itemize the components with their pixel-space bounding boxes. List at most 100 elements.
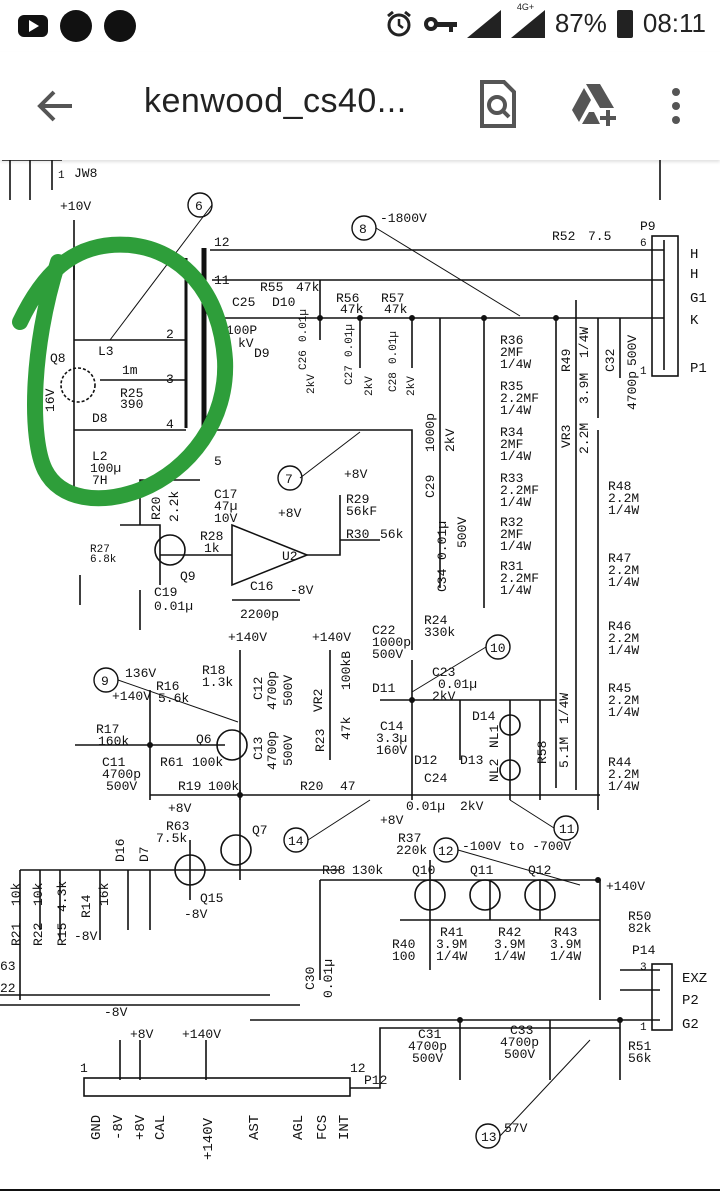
label-u2: U2 <box>282 549 298 564</box>
label-m8-low: -8V <box>74 929 98 944</box>
label-vr3: VR3 <box>559 425 574 448</box>
label-c31-voltage: 500V <box>412 1051 443 1066</box>
label-connector-pin12: 12 <box>350 1061 366 1076</box>
more-vert-icon[interactable] <box>668 86 684 126</box>
label-16v: 16V <box>43 388 58 412</box>
label-r19-value: 100k <box>208 779 239 794</box>
label-r28-value: 1k <box>204 541 220 556</box>
label-c27-value: 0.01µ <box>344 324 356 357</box>
label-q7: Q7 <box>252 823 268 838</box>
arrow-back-icon[interactable] <box>34 84 78 128</box>
label-c30: C30 <box>303 967 318 990</box>
label-r41-value: 3.9M <box>436 937 467 952</box>
label-r46-value: 2.2M <box>608 631 639 646</box>
label-r49-watt: 1/4W <box>577 327 592 358</box>
label-r20-value: 2.2k <box>167 491 182 522</box>
label-r20: R20 <box>149 497 164 520</box>
label-r38: R38 <box>322 863 345 878</box>
xfmr-pin-11: 11 <box>214 273 230 288</box>
label-q11: Q11 <box>470 863 494 878</box>
label-q15: Q15 <box>200 891 223 906</box>
label-r22-value: 10k <box>31 882 46 906</box>
label-r33-value: 2.2MF <box>500 483 539 498</box>
youtube-icon <box>18 15 48 37</box>
label-m8v-mid: -8V <box>184 907 208 922</box>
xfmr-pin-2: 2 <box>166 327 174 342</box>
label-r42-value: 3.9M <box>494 937 525 952</box>
label-r35: R35 <box>500 379 523 394</box>
label-r49-value: 3.9M <box>577 373 592 404</box>
label-r63-value: 7.5k <box>156 831 187 846</box>
label-d14: D14 <box>472 709 496 724</box>
label-r34-value: 2MF <box>500 437 523 452</box>
label-connector-pin1: 1 <box>80 1061 88 1076</box>
clock: 08:11 <box>642 8 706 38</box>
label-r51-value: 56k <box>628 1051 652 1066</box>
label-c29: C29 <box>423 475 438 498</box>
label-c22-value: 1000p <box>372 635 411 650</box>
label-r44: R44 <box>608 755 632 770</box>
label-r49: R49 <box>559 349 574 372</box>
pin-exz: EXZ <box>682 971 707 987</box>
label-q8: Q8 <box>50 351 66 366</box>
callout-13: 13 <box>481 1130 497 1145</box>
label-r31-watt: 1/4W <box>500 583 531 598</box>
label-r32: R32 <box>500 515 523 530</box>
label-r15-value: 4.3k <box>55 881 70 912</box>
xfmr-pin-5: 5 <box>214 454 222 469</box>
label-l3-value: 1m <box>122 363 138 378</box>
label-d7: D7 <box>137 846 152 862</box>
label-c12: C12 <box>251 677 266 700</box>
label-r56: R56 <box>336 291 359 306</box>
label-p9-pin6: 6 <box>640 238 647 250</box>
callout-14: 14 <box>288 834 304 849</box>
label-63: 63 <box>0 959 16 974</box>
label-l3: L3 <box>98 344 114 359</box>
document-viewer[interactable]: 1 JW8 +10V 6 7 8 9 10 11 12 13 14 -1800V… <box>0 159 720 1193</box>
label-c17: C17 <box>214 487 237 502</box>
label-q9: Q9 <box>180 569 196 584</box>
label-c12-value: 4700p <box>265 671 280 710</box>
label-d13: D13 <box>460 753 483 768</box>
label-r37-value: 220k <box>396 843 427 858</box>
label-r16-value: 5.6k <box>158 691 189 706</box>
label-p8v-top: +8V <box>344 467 368 482</box>
green-highlight-annotation <box>12 236 234 507</box>
label-r43: R43 <box>554 925 577 940</box>
label-q6: Q6 <box>196 732 212 747</box>
label-jw-pin: 1 <box>58 170 65 182</box>
label-r56-value: 47k <box>340 302 364 317</box>
voltage-range: -100V to -700V <box>462 839 571 854</box>
label-r25-value: 390 <box>120 397 143 412</box>
label-c25: C25 <box>232 295 255 310</box>
label-r23: R23 <box>313 729 328 752</box>
label-c13-voltage: 500V <box>281 735 296 766</box>
app-bar: kenwood_cs40... <box>0 52 720 160</box>
label-c24-value: 0.01µ <box>406 799 445 814</box>
label-c13-value: 4700p <box>265 731 280 770</box>
label-c27: C27 <box>344 365 356 385</box>
label-r34: R34 <box>500 425 524 440</box>
label-r17: R17 <box>96 722 119 737</box>
pin-fcs: FCS <box>315 1115 331 1140</box>
label-c34: C34 <box>435 568 450 592</box>
label-c28-value: 0.01µ <box>388 331 400 364</box>
label-c30-value: 0.01µ <box>321 959 336 998</box>
add-to-drive-icon[interactable] <box>570 82 618 128</box>
label-r30: R30 <box>346 527 369 542</box>
callout-6: 6 <box>195 199 203 214</box>
label-c34-kv: 500V <box>455 517 470 548</box>
label-r58-watt: 1/4W <box>557 693 572 724</box>
label-c33-value: 4700p <box>500 1035 539 1050</box>
label-c16-value: 2200p <box>240 607 279 622</box>
find-in-document-icon[interactable] <box>478 80 518 128</box>
label-r40: R40 <box>392 937 415 952</box>
label-vr2-value: 100kB <box>339 651 354 690</box>
label-c32-voltage: 500V <box>625 335 640 366</box>
label-c14-voltage: 160V <box>376 743 407 758</box>
pin-p1: P1 <box>690 361 707 377</box>
label-r63: R63 <box>166 819 189 834</box>
label-p8v-low: +8V <box>380 813 404 828</box>
label-r16: R16 <box>156 679 179 694</box>
label-r51: R51 <box>628 1039 652 1054</box>
